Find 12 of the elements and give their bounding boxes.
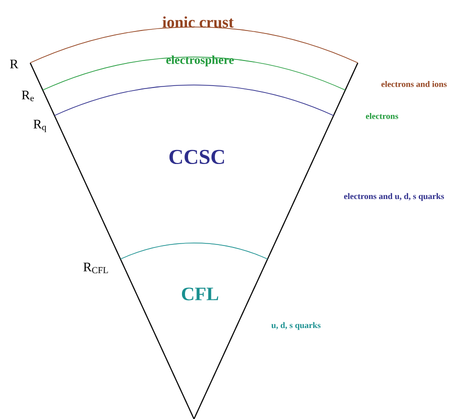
- radius-label: R$_{CFL}$: [83, 262, 108, 274]
- composition-label: electrons and u, d, s quarks: [344, 193, 444, 201]
- composition-label: electrons and ions: [381, 80, 447, 87]
- radius-label: R: [10, 60, 18, 68]
- radius-label: R$_{e}$: [22, 90, 34, 102]
- composition-label: electrons: [366, 112, 398, 119]
- layer-label: CFL: [182, 288, 218, 300]
- radius-label: R$_{q}$: [34, 120, 46, 132]
- layer-label: ionic crust: [162, 16, 234, 28]
- layer-label: CCSC: [169, 150, 224, 164]
- composition-label: u, d, s quarks: [271, 322, 321, 330]
- layer-label: electrosphere: [166, 56, 234, 66]
